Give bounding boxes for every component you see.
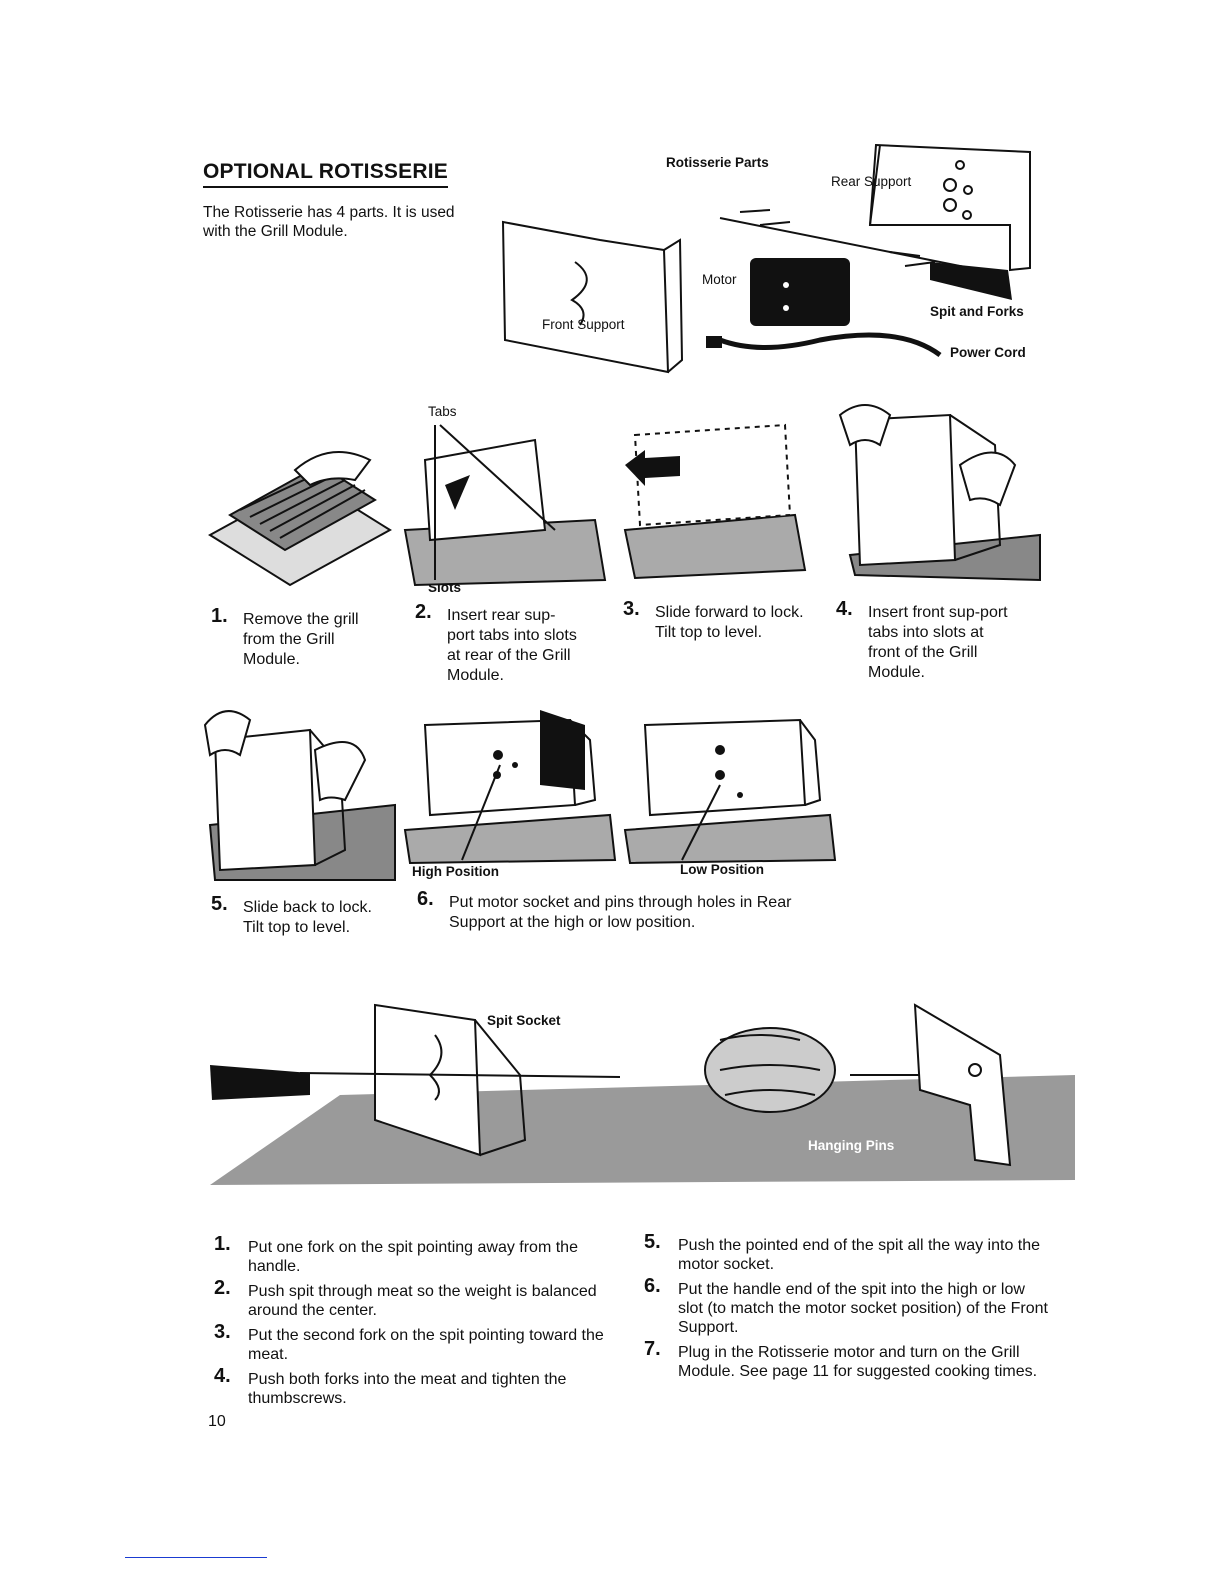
rear-support-label: Rear Support — [831, 174, 912, 189]
spit-and-forks-label: Spit and Forks — [930, 304, 1024, 319]
intro-text: The Rotisserie has 4 parts. It is used w… — [203, 204, 455, 240]
hanging-pins-label: Hanging Pins — [808, 1138, 895, 1153]
parts-figure-title: Rotisserie Parts — [666, 155, 769, 170]
assembly-step-3: 3. Slide forward to lock. Tilt top to le… — [623, 598, 804, 641]
step-5-illustration — [203, 710, 396, 881]
spit-socket-label: Spit Socket — [487, 1013, 561, 1028]
power-cord-label: Power Cord — [950, 345, 1026, 360]
spit-steps-right: 5.Push the pointed end of the spit all t… — [644, 1231, 1053, 1387]
step-4-illustration — [838, 404, 1041, 582]
spit-step-7: 7.Plug in the Rotisserie motor and turn … — [644, 1338, 1038, 1380]
spit-step-5: 5.Push the pointed end of the spit all t… — [644, 1231, 1041, 1273]
assembly-step-2: 2. Insert rear sup-port tabs into slots … — [415, 601, 577, 684]
low-position-label: Low Position — [680, 862, 764, 877]
assembly-step-1: 1. Remove the grill from the Grill Modul… — [211, 605, 359, 668]
step-2-illustration — [403, 424, 607, 587]
footer-rule — [125, 1557, 267, 1558]
page-title: OPTIONAL ROTISSERIE — [203, 160, 448, 188]
step-1-illustration — [208, 451, 392, 587]
parts-illustration — [501, 143, 1031, 374]
tabs-label: Tabs — [428, 404, 457, 419]
spit-step-3: 3.Put the second fork on the spit pointi… — [214, 1321, 604, 1363]
step-6-high-illustration — [403, 710, 617, 865]
step-6-low-illustration — [623, 718, 837, 865]
high-position-label: High Position — [412, 864, 499, 879]
page-number: 10 — [208, 1413, 226, 1430]
step-3-illustration — [623, 423, 807, 580]
spit-step-2: 2.Push spit through meat so the weight i… — [214, 1277, 597, 1319]
assembly-step-6: 6. Put motor socket and pins through hol… — [417, 888, 792, 931]
assembly-step-5: 5. Slide back to lock. Tilt top to level… — [211, 893, 372, 936]
spit-step-6: 6.Put the handle end of the spit into th… — [644, 1275, 1048, 1336]
spit-steps-left: 1.Put one fork on the spit pointing away… — [214, 1233, 618, 1414]
front-support-label: Front Support — [542, 317, 625, 332]
motor-label: Motor — [702, 272, 737, 287]
spit-assembly-illustration — [210, 1003, 1075, 1185]
spit-step-4: 4.Push both forks into the meat and tigh… — [214, 1365, 567, 1407]
spit-step-1: 1.Put one fork on the spit pointing away… — [214, 1233, 578, 1275]
assembly-step-4: 4. Insert front sup-port tabs into slots… — [836, 598, 1008, 681]
